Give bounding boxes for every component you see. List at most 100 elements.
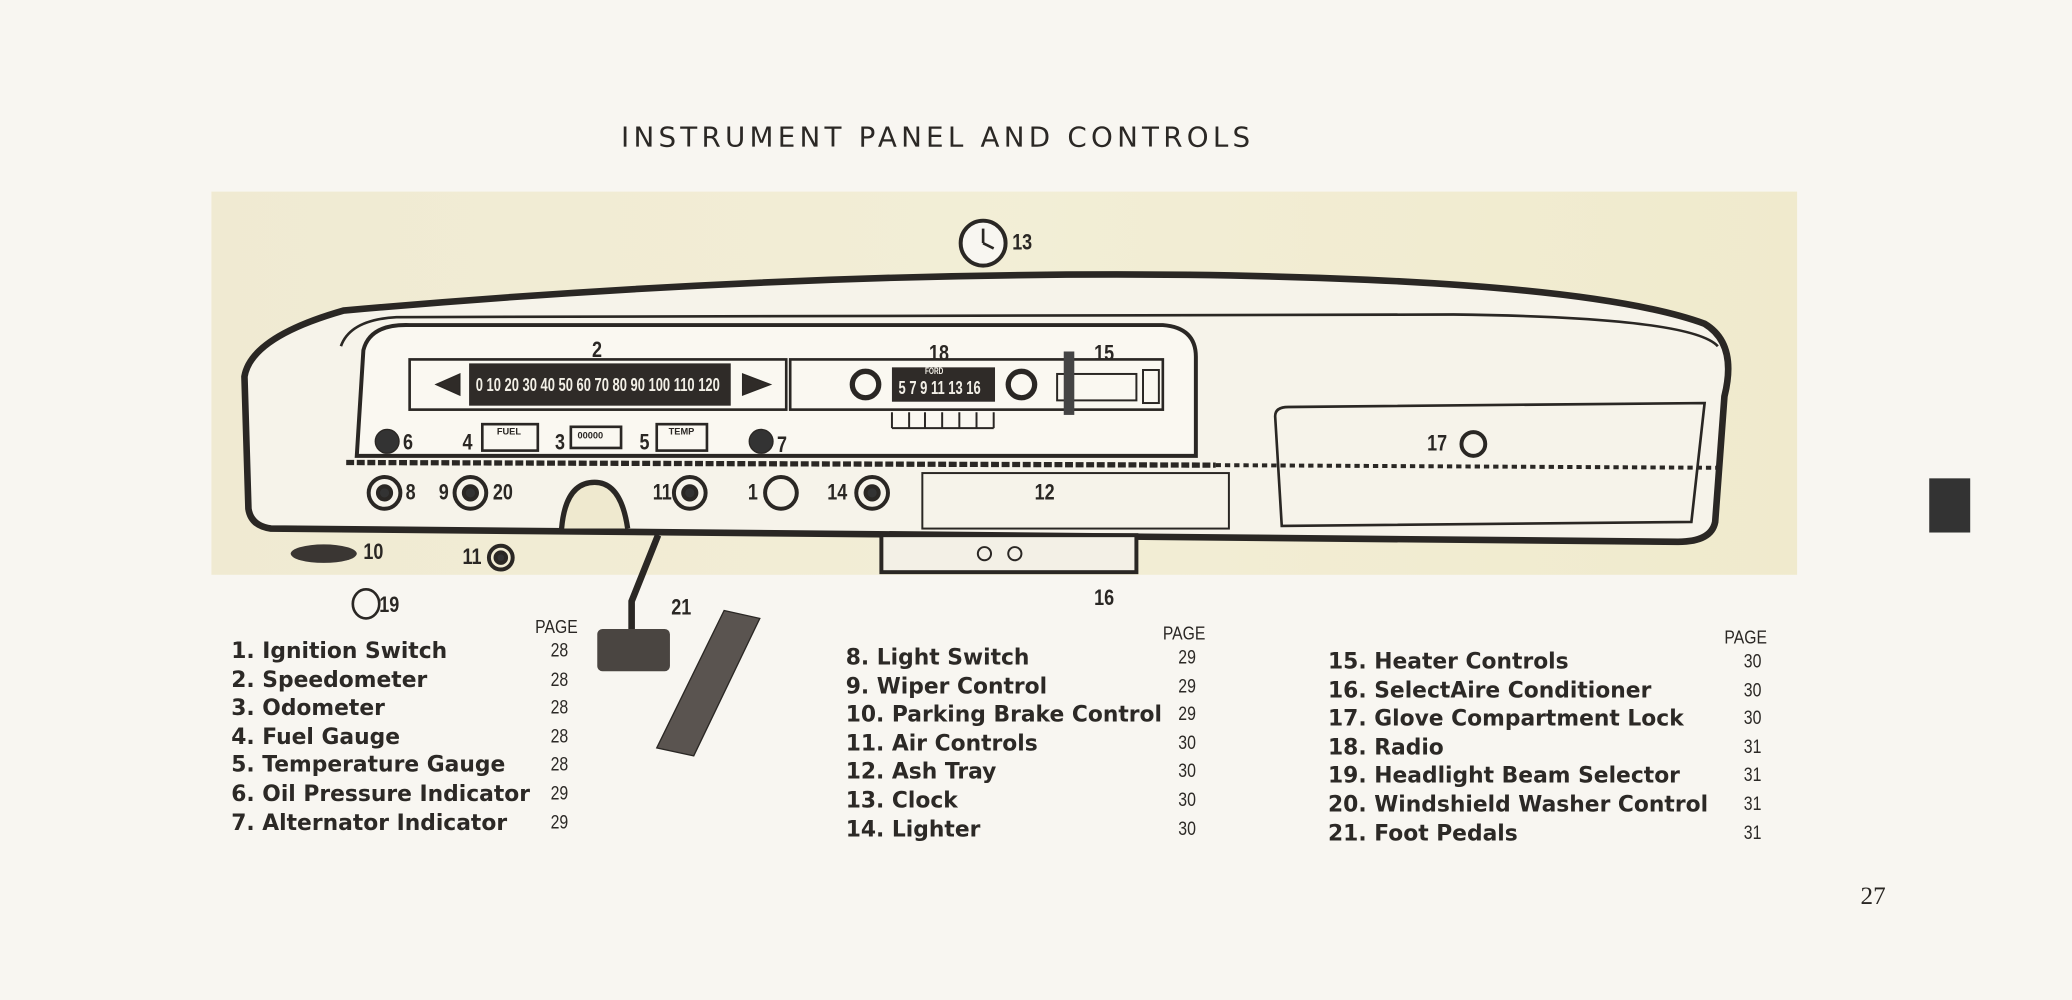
legend-item: 15. Heater Controls 30 xyxy=(1328,647,1764,676)
item-page: 28 xyxy=(550,668,569,691)
callout-13: 13 xyxy=(1012,229,1033,256)
item-page: 31 xyxy=(1743,792,1762,816)
legend-item: 12. Ash Tray 30 xyxy=(846,758,1203,787)
item-page: 29 xyxy=(1178,703,1196,726)
item-label: 20. Windshield Washer Control xyxy=(1328,791,1709,817)
item-label: 2. Speedometer xyxy=(231,666,428,692)
item-label: 11. Air Controls xyxy=(845,730,1038,756)
item-page: 30 xyxy=(1743,707,1762,730)
legend-item: 1. Ignition Switch 28 xyxy=(231,637,575,666)
callout-3: 3 xyxy=(554,429,565,455)
item-label: 15. Heater Controls xyxy=(1328,648,1569,674)
item-label: 14. Lighter xyxy=(845,816,981,842)
callout-11-lower: 11 xyxy=(462,544,482,570)
item-page: 30 xyxy=(1743,678,1762,702)
page-header-col3: PAGE xyxy=(1724,626,1767,648)
radio-dial-scale: 5 7 9 11 13 16 xyxy=(898,376,981,398)
callout-14: 14 xyxy=(827,479,848,505)
radio-brand: FORD xyxy=(924,367,944,377)
item-page: 29 xyxy=(550,810,569,834)
legend-item: 9. Wiper Control 29 xyxy=(846,672,1203,701)
item-page: 29 xyxy=(1178,674,1196,698)
item-label: 9. Wiper Control xyxy=(845,673,1048,699)
page-number: 27 xyxy=(1860,882,1886,911)
item-page: 28 xyxy=(550,753,569,777)
item-label: 6. Oil Pressure Indicator xyxy=(231,780,531,807)
item-page: 31 xyxy=(1743,821,1762,844)
item-page: 29 xyxy=(1178,646,1196,669)
odometer-digits: 00000 xyxy=(577,432,604,442)
legend-item: 13. Clock 30 xyxy=(846,786,1203,815)
item-page: 28 xyxy=(550,639,569,663)
callout-15: 15 xyxy=(1094,340,1115,367)
legend-item: 4. Fuel Gauge 28 xyxy=(231,723,575,752)
item-label: 19. Headlight Beam Selector xyxy=(1328,762,1680,789)
fuel-gauge-label: FUEL xyxy=(496,428,522,438)
callout-2: 2 xyxy=(591,336,602,363)
legend-column-1: 1. Ignition Switch 28 2. Speedometer 28 3.… xyxy=(231,637,575,837)
item-page: 30 xyxy=(1178,731,1196,755)
legend-column-2: 8. Light Switch 29 9. Wiper Control 29 10.… xyxy=(846,644,1203,844)
item-page: 30 xyxy=(1178,817,1196,840)
callout-19: 19 xyxy=(379,591,400,618)
item-label: 5. Temperature Gauge xyxy=(231,752,506,778)
item-page: 29 xyxy=(550,782,569,805)
item-page: 31 xyxy=(1743,735,1762,759)
item-label: 12. Ash Tray xyxy=(845,758,997,785)
callout-20: 20 xyxy=(492,479,513,505)
item-page: 30 xyxy=(1178,760,1196,783)
item-label: 4. Fuel Gauge xyxy=(231,723,401,749)
callout-16: 16 xyxy=(1094,585,1115,611)
legend-item: 2. Speedometer 28 xyxy=(231,665,575,694)
legend-item: 21. Foot Pedals 31 xyxy=(1328,819,1764,848)
temp-gauge-label: TEMP xyxy=(668,428,695,438)
callout-6: 6 xyxy=(403,429,414,455)
item-label: 7. Alternator Indicator xyxy=(231,809,508,835)
speedometer-scale: 0 10 20 30 40 50 60 70 80 90 100 110 120 xyxy=(475,373,720,396)
legend-item: 14. Lighter 30 xyxy=(846,815,1203,844)
item-label: 21. Foot Pedals xyxy=(1328,820,1518,846)
page-header-col2: PAGE xyxy=(1162,622,1206,644)
callout-4: 4 xyxy=(462,429,473,455)
legend-item: 16. SelectAire Conditioner 30 xyxy=(1328,676,1764,705)
legend-item: 7. Alternator Indicator 29 xyxy=(231,808,575,837)
callout-18: 18 xyxy=(928,340,949,367)
legend-item: 18. Radio 31 xyxy=(1328,733,1764,762)
legend-item: 17. Glove Compartment Lock 30 xyxy=(1328,705,1764,734)
callout-17: 17 xyxy=(1427,430,1448,456)
item-label: 1. Ignition Switch xyxy=(231,638,448,664)
legend-item: 20. Windshield Washer Control 31 xyxy=(1328,790,1764,819)
item-label: 17. Glove Compartment Lock xyxy=(1328,705,1684,731)
callout-11: 11 xyxy=(652,479,672,505)
item-label: 16. SelectAire Conditioner xyxy=(1328,677,1652,703)
item-label: 8. Light Switch xyxy=(845,644,1030,670)
callout-10: 10 xyxy=(363,539,384,565)
page-header-col1: PAGE xyxy=(535,615,578,637)
page-title: INSTRUMENT PANEL AND CONTROLS xyxy=(621,121,1255,154)
item-page: 30 xyxy=(1178,788,1196,812)
callout-5: 5 xyxy=(639,429,650,455)
callout-1: 1 xyxy=(747,479,758,505)
legend-item: 3. Odometer 28 xyxy=(231,694,575,723)
legend-item: 6. Oil Pressure Indicator 29 xyxy=(231,780,575,809)
item-label: 13. Clock xyxy=(845,787,958,813)
item-page: 30 xyxy=(1743,650,1762,673)
item-label: 3. Odometer xyxy=(231,695,385,721)
callout-21: 21 xyxy=(671,594,692,620)
item-page: 28 xyxy=(550,725,569,748)
item-page: 31 xyxy=(1743,764,1762,787)
legend-item: 19. Headlight Beam Selector 31 xyxy=(1328,762,1764,791)
legend-column-3: 15. Heater Controls 30 16. SelectAire Con… xyxy=(1328,647,1764,847)
legend-item: 11. Air Controls 30 xyxy=(846,729,1203,758)
callout-7: 7 xyxy=(776,432,787,458)
legend-item: 8. Light Switch 29 xyxy=(846,644,1203,673)
item-page: 28 xyxy=(550,696,569,720)
item-label: 18. Radio xyxy=(1328,734,1444,760)
thumb-index-tab xyxy=(1929,478,1971,533)
legend-item: 5. Temperature Gauge 28 xyxy=(231,751,575,780)
callout-9: 9 xyxy=(438,479,449,505)
callout-8: 8 xyxy=(405,479,416,505)
